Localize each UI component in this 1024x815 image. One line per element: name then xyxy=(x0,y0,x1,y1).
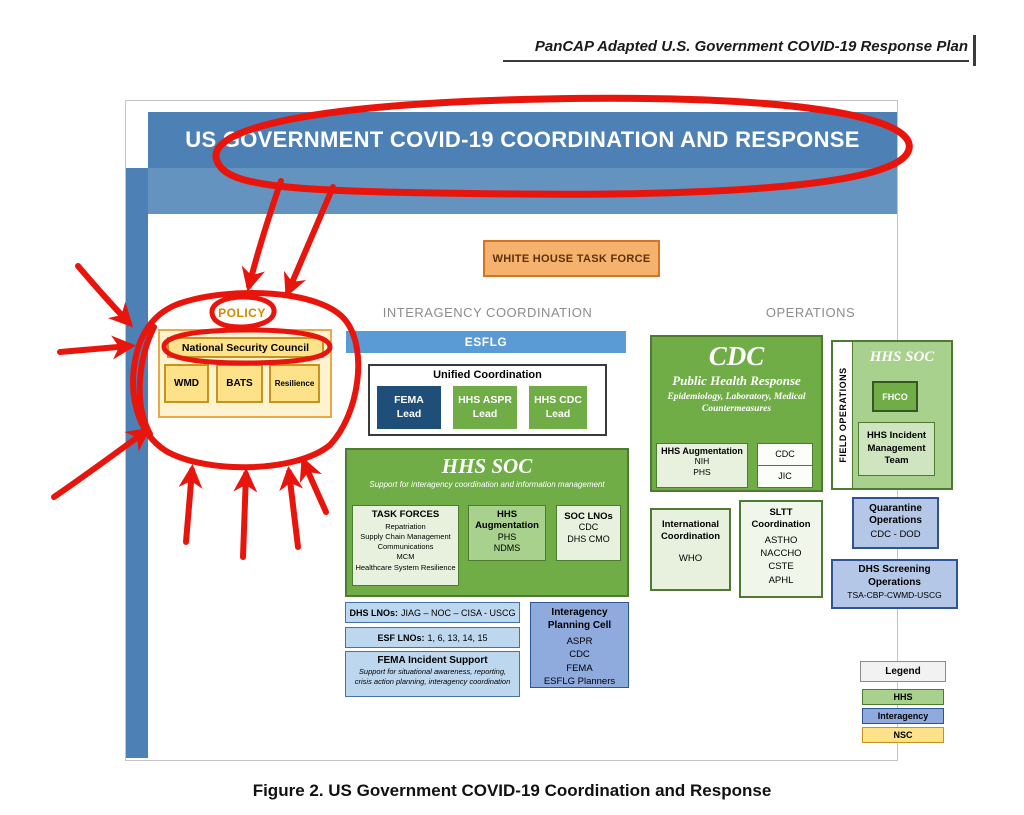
fema-lead-org: FEMA xyxy=(394,393,424,406)
task-forces-title: TASK FORCES xyxy=(371,509,440,520)
field-operations-label: FIELD OPERATIONS xyxy=(837,367,848,463)
annotation-arrow-left xyxy=(57,335,136,360)
sltt-item: NACCHO xyxy=(760,547,802,559)
quarantine-operations-box: Quarantine Operations CDC - DOD xyxy=(852,497,939,549)
fema-incident-support-subtitle: Support for situational awareness, repor… xyxy=(354,667,511,687)
operations-label: OPERATIONS xyxy=(765,305,856,320)
header-vertical-rule xyxy=(973,35,976,66)
hhs-soc-subtitle: Support for interagency coordination and… xyxy=(369,480,605,489)
figure-caption: Figure 2. US Government COVID-19 Coordin… xyxy=(252,781,772,800)
hhs-cdc-lead-org: HHS CDC xyxy=(534,393,582,406)
esf-lnos-bar: ESF LNOs: 1, 6, 13, 14, 15 xyxy=(345,627,520,648)
left-blue-strip xyxy=(126,168,148,758)
sltt-coordination-title: SLTT Coordination xyxy=(751,507,811,531)
esf-lnos-value: 1, 6, 13, 14, 15 xyxy=(427,632,488,643)
field-operations-strip: FIELD OPERATIONS xyxy=(833,342,853,488)
soc-lnos-title: SOC LNOs xyxy=(564,511,613,522)
nsc-bats-box: BATS xyxy=(216,364,263,403)
sltt-item: APHL xyxy=(768,574,794,586)
diagram-title: US GOVERNMENT COVID-19 COORDINATION AND … xyxy=(185,127,860,152)
fema-lead-role: Lead xyxy=(396,407,422,420)
international-coordination-box: International Coordination WHO xyxy=(650,508,731,591)
cdc-tagline: Epidemiology, Laboratory, Medical Counte… xyxy=(667,392,806,415)
hhs-cdc-lead-box: HHS CDC Lead xyxy=(529,386,587,429)
hhs-augmentation-item: PHS xyxy=(497,531,517,542)
legend-item-interagency: Interagency xyxy=(862,708,944,724)
cdc-jic-bottom: JIC xyxy=(778,471,792,482)
banner-lower-band xyxy=(148,168,897,214)
interagency-planning-cell-box: Interagency Planning Cell ASPR CDC FEMA … xyxy=(530,602,629,688)
unified-coordination-title: Unified Coordination xyxy=(433,369,542,381)
dhs-screening-operations-box: DHS Screening Operations TSA-CBP-CWMD-US… xyxy=(831,559,958,609)
dhs-lnos-label: DHS LNOs: xyxy=(349,607,398,618)
task-forces-box: TASK FORCES Repatriation Supply Chain Ma… xyxy=(352,505,459,586)
white-house-task-force-label: WHITE HOUSE TASK FORCE xyxy=(492,252,651,265)
fema-incident-support-box: FEMA Incident Support Support for situat… xyxy=(345,651,520,697)
dhs-screening-operations-subtitle: TSA-CBP-CWMD-USCG xyxy=(847,590,942,600)
field-hhs-soc-title: HHS SOC xyxy=(869,349,935,365)
hhs-incident-management-team-box: HHS Incident Management Team xyxy=(858,422,935,476)
cdc-jic-box: CDC JIC xyxy=(757,443,813,488)
cdc-augmentation-item: PHS xyxy=(693,467,711,478)
esflg-bar: ESFLG xyxy=(346,331,626,353)
cdc-hhs-augmentation-box: HHS Augmentation NIH PHS xyxy=(656,443,748,488)
fema-lead-box: FEMA Lead xyxy=(377,386,441,429)
planning-cell-item: ESFLG Planners xyxy=(543,675,616,687)
hhs-cdc-lead-role: Lead xyxy=(545,407,571,420)
task-forces-item: Repatriation xyxy=(385,522,426,531)
task-forces-item: Healthcare System Resilience xyxy=(355,562,456,572)
international-coordination-title: International Coordination xyxy=(660,519,721,543)
cdc-jic-top: CDC xyxy=(758,444,812,466)
nsc-wmd-box: WMD xyxy=(164,364,209,403)
document-header-title: PanCAP Adapted U.S. Government COVID-19 … xyxy=(534,38,968,55)
planning-cell-item: ASPR xyxy=(566,636,593,647)
legend-title: Legend xyxy=(860,661,946,682)
interagency-planning-cell-title: Interagency Planning Cell xyxy=(547,607,612,631)
national-security-council-box: National Security Council xyxy=(167,337,324,358)
sltt-item: ASTHO xyxy=(764,534,798,546)
hhs-augmentation-title: HHS Augmentation xyxy=(475,509,539,532)
annotation-arrow-topleft xyxy=(75,263,134,328)
legend-item-hhs: HHS xyxy=(862,689,944,705)
field-operations-main: HHS SOC xyxy=(853,342,951,488)
diagram-title-banner: US GOVERNMENT COVID-19 COORDINATION AND … xyxy=(148,112,897,168)
nsc-resilience-box: Resilience xyxy=(269,364,320,403)
cdc-subtitle: Public Health Response xyxy=(672,373,801,388)
sltt-coordination-box: SLTT Coordination ASTHO NACCHO CSTE APHL xyxy=(739,500,823,598)
cdc-augmentation-item: NIH xyxy=(694,456,710,466)
task-forces-item: Supply Chain Management xyxy=(360,532,451,542)
hhs-aspr-lead-org: HHS ASPR xyxy=(458,393,512,406)
white-house-task-force-box: WHITE HOUSE TASK FORCE xyxy=(483,240,660,277)
legend-item-nsc: NSC xyxy=(862,727,944,743)
hhs-aspr-lead-role: Lead xyxy=(472,407,498,420)
fhco-box: FHCO xyxy=(872,381,918,412)
dhs-lnos-bar: DHS LNOs: JIAG – NOC – CISA - USCG xyxy=(345,602,520,623)
soc-lnos-box: SOC LNOs CDC DHS CMO xyxy=(556,505,621,561)
soc-lnos-item: DHS CMO xyxy=(567,534,610,545)
cdc-hhs-augmentation-title: HHS Augmentation xyxy=(661,446,743,456)
planning-cell-item: CDC xyxy=(569,649,590,661)
hhs-aspr-lead-box: HHS ASPR Lead xyxy=(453,386,517,429)
fema-incident-support-title: FEMA Incident Support xyxy=(377,655,488,666)
policy-label: POLICY xyxy=(218,306,266,320)
header-rule xyxy=(503,60,969,62)
international-coordination-item: WHO xyxy=(678,552,703,564)
soc-lnos-item: CDC xyxy=(578,522,599,533)
task-forces-item: MCM xyxy=(396,552,415,562)
cdc-title: CDC xyxy=(708,341,765,371)
interagency-coordination-label: INTERAGENCY COORDINATION xyxy=(382,305,593,320)
dhs-screening-operations-title: DHS Screening Operations xyxy=(858,564,931,588)
sltt-item: CSTE xyxy=(768,561,794,573)
quarantine-operations-title: Quarantine Operations xyxy=(869,503,922,526)
hhs-augmentation-box: HHS Augmentation PHS NDMS xyxy=(468,505,546,561)
planning-cell-item: FEMA xyxy=(566,662,593,674)
hhs-augmentation-item: NDMS xyxy=(493,543,521,554)
esf-lnos-label: ESF LNOs: xyxy=(377,632,425,643)
quarantine-operations-subtitle: CDC - DOD xyxy=(870,529,921,540)
dhs-lnos-value: JIAG – NOC – CISA - USCG xyxy=(400,607,516,618)
task-forces-item: Communications xyxy=(377,542,434,552)
hhs-soc-title: HHS SOC xyxy=(441,454,533,478)
